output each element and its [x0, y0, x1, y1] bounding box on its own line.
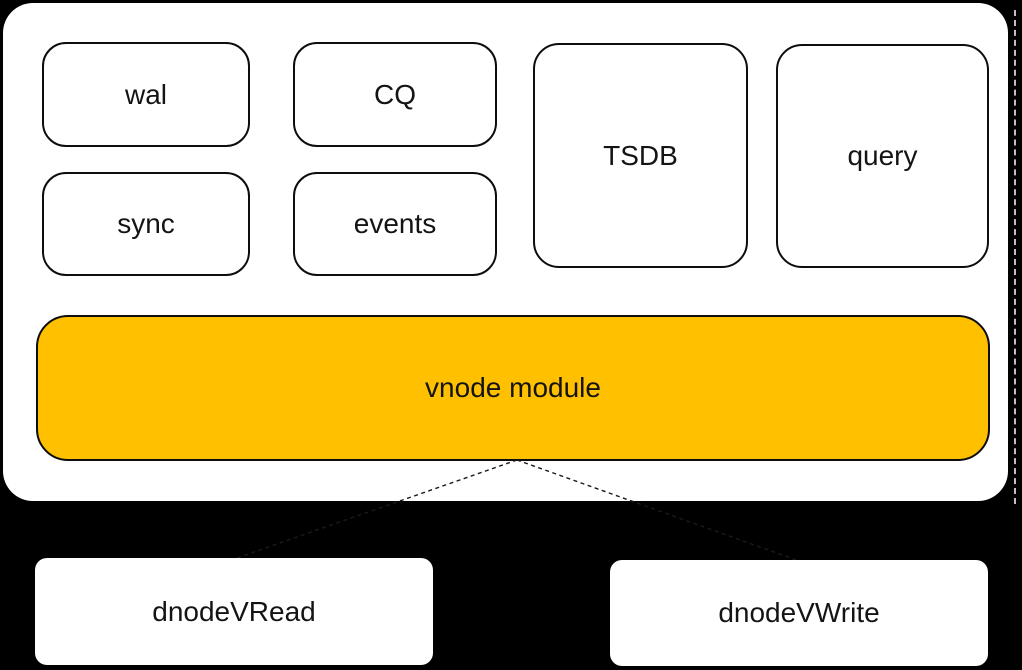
- dnode-vwrite-label: dnodeVWrite: [718, 597, 880, 628]
- dnode-vread-box: dnodeVRead: [35, 558, 433, 665]
- module-label-events: events: [353, 208, 437, 239]
- container-offset-dash-artifact: [1014, 10, 1016, 504]
- module-label-wal: wal: [124, 78, 167, 110]
- module-label-sync: sync: [117, 208, 175, 239]
- module-label-cq: CQ: [374, 78, 416, 110]
- vnode-module-box: vnode module: [36, 315, 990, 461]
- module-box-sync: sync: [42, 172, 250, 276]
- module-box-query: query: [776, 44, 989, 268]
- module-box-cq: CQ: [293, 42, 497, 147]
- dnode-vwrite-box: dnodeVWrite: [610, 560, 988, 666]
- module-label-tsdb: TSDB: [603, 139, 678, 171]
- module-box-wal: wal: [42, 42, 250, 147]
- module-label-query: query: [847, 140, 918, 171]
- module-box-events: events: [293, 172, 497, 276]
- vnode-module-label: vnode module: [425, 372, 601, 403]
- vnode-group-container: wal CQ sync events TSDB query vnode modu…: [3, 3, 1008, 501]
- dnode-vread-label: dnodeVRead: [152, 595, 316, 627]
- module-box-tsdb: TSDB: [533, 43, 748, 268]
